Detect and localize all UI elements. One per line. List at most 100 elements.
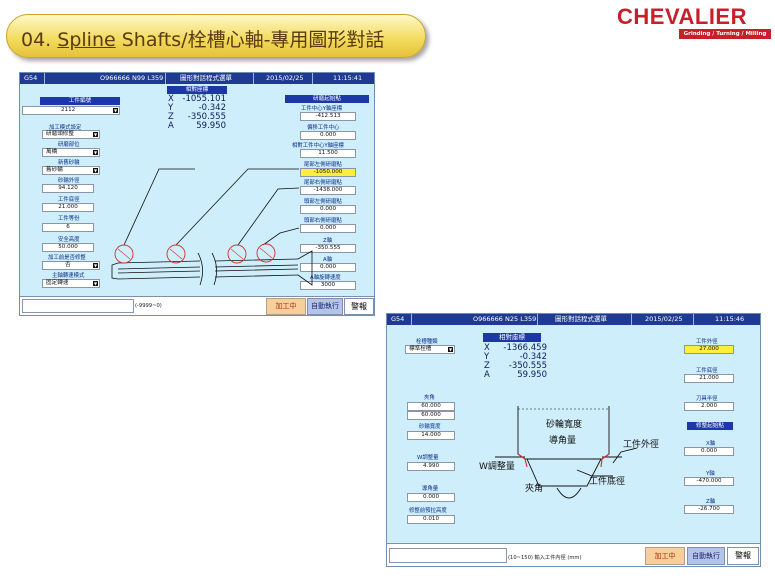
new-wheel-select[interactable]: 舊砂輪▼	[42, 166, 100, 175]
chevron-down-icon: ▼	[93, 168, 98, 173]
a-axis-key: A	[484, 370, 490, 380]
processing-button[interactable]: 加工中	[645, 547, 685, 565]
processing-button[interactable]: 加工中	[266, 298, 306, 315]
workpiece-no-value: 2112	[61, 107, 76, 113]
center-y-label: 工件中心Y軸座標	[301, 106, 343, 112]
rel-center-y-label: 相對工件中心Y軸座標	[292, 143, 344, 149]
title-underlined: Spline	[57, 29, 116, 51]
input-range-hint: (-9999~0)	[135, 303, 162, 309]
tail-right-label: 尾部右側研磨點	[304, 180, 342, 186]
wheel-od-field[interactable]: 94.120	[42, 184, 94, 193]
spline-type-select[interactable]: 標準栓槽▼	[405, 345, 455, 354]
input-range-hint: (10~150) 輸入工件內徑 (mm)	[508, 555, 582, 561]
chevron-down-icon: ▼	[448, 347, 453, 352]
y-axis-label: Y軸	[706, 471, 715, 477]
a-coord-value: 59.950	[517, 370, 547, 380]
root-field[interactable]: 21.000	[684, 374, 734, 383]
angle-field-1[interactable]: 60.000	[407, 402, 455, 411]
header-date: 2015/02/25	[266, 74, 304, 82]
x-axis-field[interactable]: 0.000	[684, 447, 734, 456]
coords-label: 相對座標	[167, 86, 227, 94]
grind-part-select[interactable]: 萬橋▼	[42, 148, 100, 157]
safe-height-field[interactable]: 50.000	[42, 243, 94, 252]
slide-title: 04. Spline Shafts/栓槽心軸-專用圖形對話	[21, 25, 384, 52]
x-axis-key: X	[484, 343, 490, 353]
z-axis-field[interactable]: -350.555	[300, 244, 356, 253]
numeric-input[interactable]	[389, 548, 507, 563]
header-title: 圖形對話程式選單	[555, 315, 607, 323]
pre-check-select[interactable]: 否▼	[42, 261, 100, 270]
logo-name: CHEVALIER	[617, 4, 747, 29]
screen-footer: (-9999~0) 加工中 自動執行 警報	[20, 296, 374, 315]
tail-right-field[interactable]: -1438.000	[300, 186, 356, 195]
z-axis-key: Z	[484, 361, 490, 371]
alarm-button[interactable]: 警報	[727, 547, 759, 565]
logo-tagline: Grinding / Turning / Milling	[679, 29, 771, 39]
a-speed-field[interactable]: 3000	[300, 281, 356, 290]
work-div-field[interactable]: 6	[42, 223, 94, 232]
header-title: 圖形對話程式選單	[180, 74, 232, 82]
offset-field[interactable]: 0.000	[300, 131, 356, 140]
chevron-down-icon: ▼	[93, 132, 98, 137]
title-prefix: 04.	[21, 29, 58, 51]
a-axis-key: A	[168, 121, 174, 131]
cnc-screen-wheel-dressing: G54 O966666 N25 L359 圖形對話程式選單 2015/02/25…	[386, 313, 761, 567]
y-axis-field[interactable]: -470.000	[684, 477, 734, 486]
chevron-down-icon: ▼	[113, 108, 118, 113]
work-div-label: 工件等份	[58, 216, 80, 222]
chevalier-logo: CHEVALIER Grinding / Turning / Milling	[617, 4, 771, 40]
auto-run-button[interactable]: 自動執行	[307, 298, 343, 315]
diagram-root-text: 工件底徑	[589, 477, 626, 487]
spindle-mode-select[interactable]: 固定轉速▼	[42, 279, 100, 288]
workpiece-no-label: 工件編號	[40, 97, 120, 105]
z-axis-field[interactable]: -26.700	[684, 505, 734, 514]
slide-title-banner: 04. Spline Shafts/栓槽心軸-專用圖形對話	[6, 14, 426, 58]
tail-left-field[interactable]: -1050.000	[300, 168, 356, 177]
root-label: 工件底徑	[696, 368, 718, 374]
safe-height-label: 安全高度	[58, 237, 80, 243]
workpiece-no-select[interactable]: 2112 ▼	[22, 106, 120, 115]
tool-radius-field[interactable]: 2.000	[684, 402, 734, 411]
head-left-field[interactable]: 0.000	[300, 205, 356, 214]
z-axis-key: Z	[168, 112, 174, 122]
z-coord-value: -350.555	[508, 361, 547, 371]
x-coord-value: -1055.101	[182, 94, 226, 104]
cnc-screen-spline-setup: G54 O966666 N99 L359 圖形對話程式選單 2015/02/25…	[19, 72, 375, 316]
pre-check-value: 否	[65, 262, 71, 268]
pre-dress-label: 修整前預拉高度	[409, 508, 447, 514]
rel-center-y-field[interactable]: 11.500	[300, 149, 356, 158]
header-mode: G54	[391, 315, 405, 323]
screen-header: G54 O966666 N25 L359 圖形對話程式選單 2015/02/25…	[387, 314, 760, 325]
z-coord-value: -350.555	[187, 112, 226, 122]
chamfer-field[interactable]: 0.000	[407, 493, 455, 502]
numeric-input[interactable]	[22, 299, 134, 313]
spline-shaft-diagram	[111, 168, 313, 286]
a-axis-field[interactable]: 0.000	[300, 263, 356, 272]
x-axis-label: X軸	[706, 441, 716, 447]
auto-run-button[interactable]: 自動執行	[687, 547, 725, 565]
wheel-profile-diagram	[495, 406, 638, 499]
pre-dress-field[interactable]: 0.010	[407, 515, 455, 524]
mode-select[interactable]: 研磨頭修整▼	[42, 130, 100, 139]
x-coord-value: -1366.459	[503, 343, 547, 353]
work-root-field[interactable]: 21.000	[42, 203, 94, 212]
y-axis-key: Y	[168, 103, 174, 113]
header-mode: G54	[24, 74, 38, 82]
mode-label: 加工模式設定	[49, 125, 82, 131]
alarm-button[interactable]: 警報	[344, 298, 374, 315]
spindle-mode-label: 主軸轉速模式	[52, 273, 85, 279]
work-root-label: 工件底徑	[58, 197, 80, 203]
title-rest: Shafts/栓槽心軸-專用圖形對話	[115, 29, 385, 51]
angle-field-2[interactable]: 60.000	[407, 411, 455, 420]
center-y-field[interactable]: -412.513	[300, 112, 356, 121]
od-field[interactable]: 27.000	[684, 345, 734, 354]
chevron-down-icon: ▼	[93, 281, 98, 286]
pre-check-label: 加工前是否修整	[48, 255, 86, 261]
a-coord-value: 59.950	[196, 121, 226, 131]
w-adjust-field[interactable]: 4.990	[407, 462, 455, 471]
head-right-field[interactable]: 0.000	[300, 224, 356, 233]
y-coord-value: -0.342	[519, 352, 547, 362]
chamfer-label: 導角量	[422, 486, 439, 492]
header-program: O966666 N99 L359	[100, 74, 164, 82]
wheel-width-field[interactable]: 14.000	[407, 431, 455, 440]
